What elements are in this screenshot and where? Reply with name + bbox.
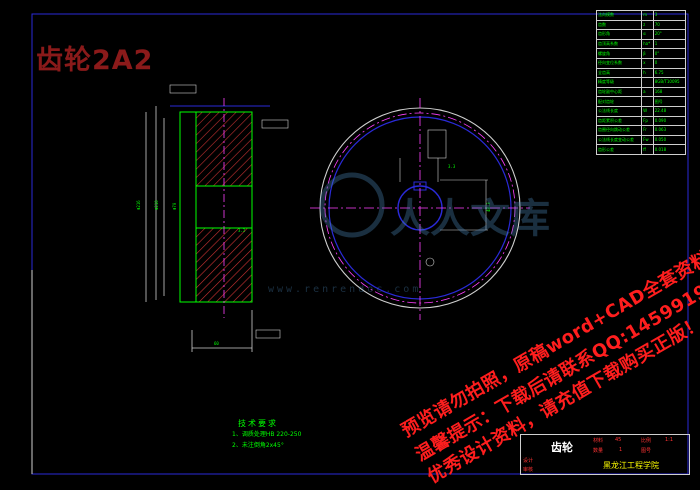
parameter-cell: ha* (641, 38, 654, 50)
parameter-row: 配对齿轮图号 (595, 96, 687, 107)
svg-text:Φ70: Φ70 (172, 202, 177, 210)
gear-front-view: 3.3 48.3 (310, 98, 530, 320)
parameter-cell: 螺旋角 (595, 48, 643, 59)
parameter-cell: 全齿高 (595, 67, 643, 79)
parameter-cell: 1 (652, 38, 687, 50)
tech-title: 技术要求 (238, 419, 278, 428)
svg-text:48.3: 48.3 (486, 202, 491, 212)
parameter-cell: Fw (641, 134, 654, 146)
parameter-cell: 168 (652, 86, 687, 98)
parameter-cell: 70 (652, 19, 687, 31)
svg-text:Φ216: Φ216 (136, 200, 141, 210)
parameter-cell: 0.063 (652, 125, 687, 136)
svg-text:www.renrendoc.com: www.renrendoc.com (268, 284, 421, 295)
watermark: 人人文库 www.renrendoc.com (268, 172, 550, 295)
parameter-cell: 3 (652, 10, 687, 21)
parameter-cell: 0° (652, 48, 687, 59)
parameter-cell: 公法线长度 (595, 105, 643, 117)
svg-text:3.2: 3.2 (238, 228, 246, 233)
parameter-cell: 0.018 (652, 144, 687, 155)
parameter-cell: 8GB/T10095 (652, 77, 687, 88)
parameter-cell: 22.48 (652, 105, 687, 117)
parameter-cell: 公法线长度变动公差 (595, 134, 643, 146)
parameter-cell: z (641, 19, 654, 31)
parameter-cell: x (641, 57, 654, 69)
parameter-cell: 图号 (652, 96, 687, 107)
parameter-cell: 齿顶高系数 (595, 38, 643, 50)
parameter-row: 精度等级 8GB/T10095 (595, 77, 687, 88)
sheet-border (31, 13, 689, 475)
parameter-cell: ff (641, 144, 654, 155)
parameter-cell: 齿轮副中心距 (595, 86, 643, 98)
parameter-cell: 齿数 (595, 19, 643, 31)
parameter-cell: a (641, 86, 654, 98)
title-block: 齿轮 材料 45 数量 1 比例 1:1 图号 设计 审核 黑龙江工程学院 (520, 434, 690, 475)
material-label: 材料 (593, 438, 604, 444)
quantity-label: 数量 (593, 448, 604, 454)
parameter-cell: 齿形公差 (595, 144, 643, 155)
parameter-cell: m (641, 10, 654, 21)
svg-text:60: 60 (214, 341, 219, 346)
parameter-cell: h (641, 67, 654, 79)
parameter-cell: Fp (641, 115, 654, 127)
svg-text:Φ210: Φ210 (154, 200, 159, 210)
technical-requirements: 技术要求 1、调质处理HB 220-250 2、未注倒角2x45° (232, 418, 301, 451)
svg-text:3.3: 3.3 (448, 164, 456, 169)
svg-text:人人文库: 人人文库 (390, 196, 550, 242)
school-name: 黑龙江工程学院 (603, 461, 659, 470)
tech-item: 2、未注倒角2x45° (232, 442, 284, 449)
parameter-cell: Fr (641, 125, 654, 136)
parameter-cell: 法向模数 (595, 10, 643, 21)
designer-label: 设计 (523, 458, 534, 464)
parameter-cell: α (641, 29, 654, 40)
tech-item: 1、调质处理HB 220-250 (232, 431, 302, 438)
parameter-cell: 0 (652, 57, 687, 69)
parameter-cell: 配对齿轮 (595, 96, 643, 107)
drawing-title: 齿轮2A2 (36, 45, 154, 76)
parameter-cell: 20° (652, 29, 687, 40)
material-value: 45 (615, 437, 622, 443)
quantity-value: 1 (619, 447, 623, 453)
parameter-cell: 径向变位系数 (595, 57, 643, 69)
part-name: 齿轮 (551, 441, 573, 454)
parameter-cell: 齿距累积公差 (595, 115, 643, 127)
parameter-cell: 齿形角 (595, 29, 643, 40)
parameter-cell: 0.090 (652, 115, 687, 127)
parameter-cell (641, 77, 654, 88)
parameter-cell: 齿圈径向跳动公差 (595, 125, 643, 136)
parameter-cell: 6.75 (652, 67, 687, 79)
scale-value: 1:1 (665, 437, 674, 443)
parameter-cell: β (641, 48, 654, 59)
checker-label: 审核 (523, 467, 534, 473)
parameter-cell: 精度等级 (595, 77, 643, 88)
scale-label: 比例 (641, 438, 652, 444)
parameter-cell: W (641, 105, 654, 117)
drawing-no-label: 图号 (641, 448, 652, 454)
gear-section-view: Φ216 Φ210 Φ70 60 3.2 (136, 84, 289, 352)
parameter-cell (641, 96, 654, 107)
parameter-cell: 0.050 (652, 134, 687, 146)
